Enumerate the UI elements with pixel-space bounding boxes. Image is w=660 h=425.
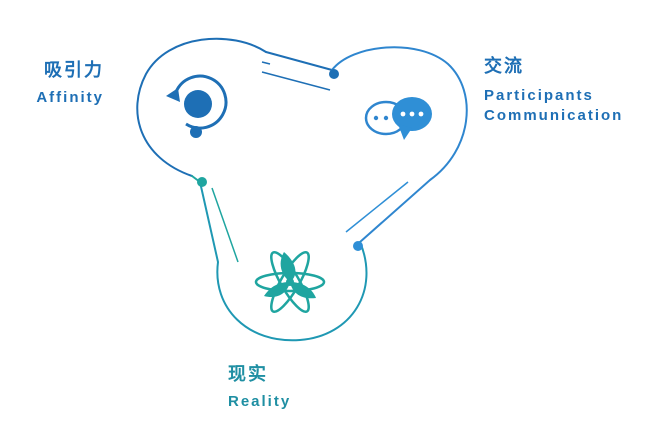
- affinity-title-en: Affinity: [36, 89, 104, 106]
- communication-lobe-outline: [331, 46, 468, 243]
- reality-lobe-outline: [199, 181, 368, 342]
- atom-icon: [254, 250, 326, 314]
- communication-title-en-line2: Communication: [484, 107, 624, 124]
- reality-label: 现实 Reality: [228, 360, 291, 412]
- communication-label: 交流 Participants Communication: [484, 52, 623, 126]
- left-accent: [211, 187, 239, 263]
- top-edge: [265, 51, 333, 71]
- junction-dot-right: [353, 241, 363, 251]
- refresh-cycle-icon: [166, 74, 228, 138]
- junction-dot-top: [329, 69, 339, 79]
- right-accent: [345, 181, 409, 233]
- reality-title-zh: 现实: [228, 364, 268, 385]
- affinity-lobe-outline: [136, 37, 267, 177]
- junction-dot-left: [197, 177, 207, 187]
- affinity-title-zh: 吸引力: [44, 60, 104, 81]
- communication-title-zh: 交流: [484, 56, 524, 77]
- inner-accents: [211, 61, 409, 263]
- chat-bubbles-icon: [364, 97, 432, 140]
- reality-title-en: Reality: [228, 393, 292, 410]
- top-accent: [261, 71, 331, 91]
- communication-title-en-line1: Participants: [484, 87, 594, 104]
- top-accent-short: [261, 61, 271, 65]
- affinity-label: 吸引力 Affinity: [24, 56, 104, 108]
- outer-ring: [136, 37, 468, 342]
